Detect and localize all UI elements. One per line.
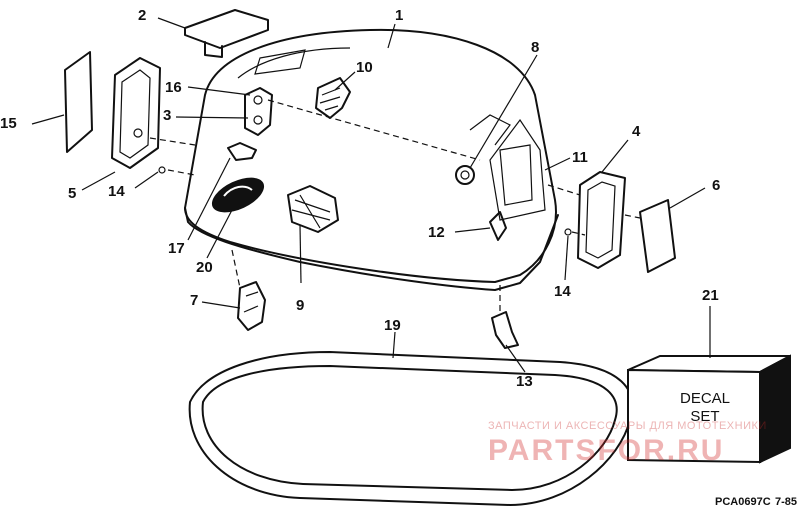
decal-line-2: SET: [690, 408, 720, 425]
part-6-pad: [639, 199, 676, 273]
part-14-screws: [158, 166, 572, 236]
part-2-plug: [184, 9, 269, 58]
callout-13: 13: [516, 373, 533, 390]
callout-4: 4: [632, 123, 641, 140]
part-21-decal-box: [627, 354, 791, 464]
part-10-grill: [315, 77, 351, 119]
callout-9: 9: [296, 297, 305, 314]
callout-11: 11: [572, 149, 588, 166]
part-12-latch: [489, 211, 507, 241]
part-8-grommet: [455, 165, 475, 185]
part-5-plate: [111, 57, 161, 169]
part-7-bracket: [237, 281, 266, 331]
callout-14-left: 14: [108, 183, 125, 200]
engine-cover: [184, 28, 559, 291]
part-9-pad: [287, 185, 339, 233]
callout-10: 10: [356, 59, 373, 76]
callout-8: 8: [531, 39, 540, 56]
callout-19: 19: [384, 317, 401, 334]
part-3-bracket: [244, 87, 273, 136]
part-20-emblem: [211, 177, 265, 213]
part-15-pad: [64, 51, 93, 153]
callout-15: 15: [0, 115, 17, 132]
decal-line-1: DECAL: [679, 390, 731, 407]
callout-14-right: 14: [554, 283, 571, 300]
callout-2: 2: [138, 7, 147, 24]
watermark-logo: PARTSFOR.RU: [488, 434, 725, 467]
alignment-lines: [149, 99, 641, 315]
watermark-tagline: ЗАПЧАСТИ И АКСЕССУАРЫ ДЛЯ МОТОТЕХНИКИ: [488, 420, 767, 432]
callout-17: 17: [168, 240, 185, 257]
callout-1: 1: [395, 7, 404, 24]
callout-5: 5: [68, 185, 77, 202]
callout-7: 7: [190, 292, 199, 309]
callout-21: 21: [702, 287, 719, 304]
callout-3: 3: [163, 107, 172, 124]
part-13-bracket: [491, 311, 519, 349]
drawing-code: PCA0697C: [715, 496, 771, 508]
callout-16: 16: [165, 79, 182, 96]
part-4-plate: [577, 171, 626, 269]
callout-6: 6: [712, 177, 721, 194]
callout-12: 12: [428, 224, 445, 241]
part-17-clip: [227, 142, 257, 161]
callout-20: 20: [196, 259, 213, 276]
leader-lines: [31, 17, 711, 373]
drawing-date: 7-85: [775, 496, 798, 508]
